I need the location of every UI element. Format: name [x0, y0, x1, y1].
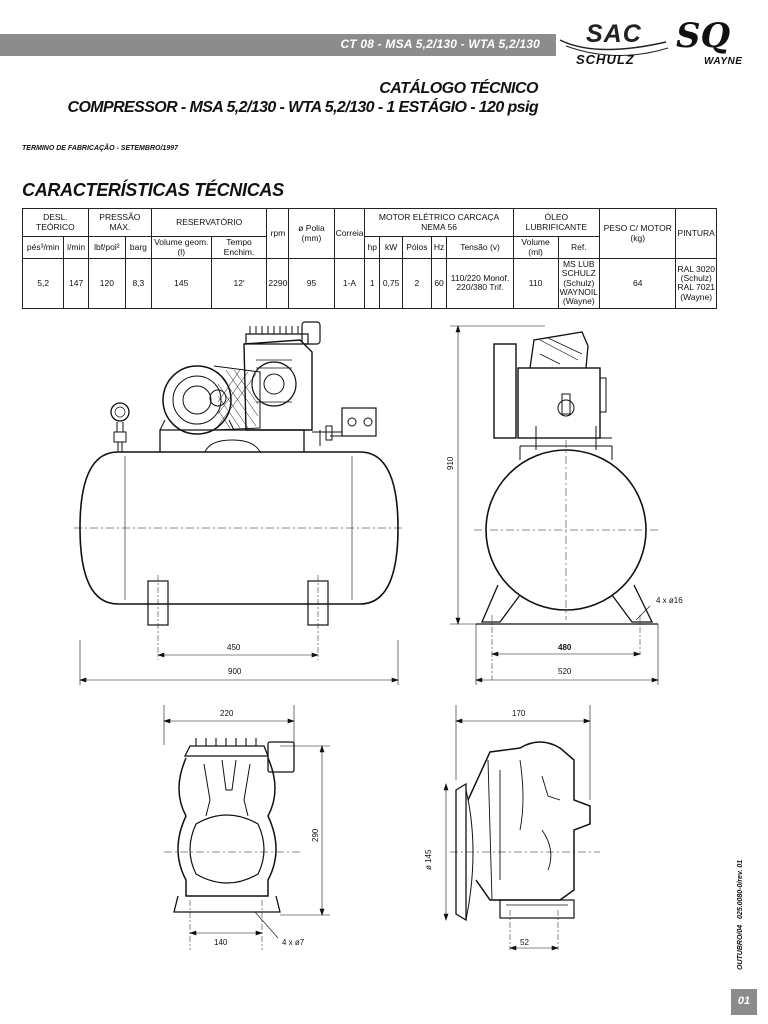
revision-date: OUTUBRO/04 — [737, 924, 744, 970]
th-pintura: PINTURA — [675, 208, 717, 259]
cell-volume-ml: 110 — [512, 258, 559, 309]
th-volume-geom: Volume geom. (l) — [150, 236, 212, 259]
th-pressao: PRESSÃO MÁX. — [87, 208, 152, 237]
cell-volume-geom: 145 — [150, 258, 212, 309]
th-tensao: Tensão (v) — [446, 236, 514, 259]
cell-polia: 95 — [288, 258, 335, 309]
th-desl: DESL. TEÓRICO — [22, 208, 89, 237]
cell-ref-2: SCHULZ — [561, 268, 596, 279]
th-tempo: Tempo Enchim. — [210, 236, 268, 259]
cell-pintura-3: RAL 7021 — [677, 282, 715, 293]
th-polia: ø Polia (mm) — [288, 208, 335, 259]
end-of-production-note: TERMINO DE FABRICAÇÃO - SETEMBRO/1997 — [22, 145, 178, 152]
cell-ref-4: WAYNOIL — [559, 287, 598, 298]
page-number-box: 01 — [731, 989, 757, 1015]
header-bar: CT 08 - MSA 5,2/130 - WTA 5,2/130 — [0, 34, 556, 56]
page-number: 01 — [737, 995, 751, 1007]
pump-side-drawing — [443, 705, 600, 951]
cell-ref-3: (Schulz) — [563, 277, 595, 288]
cell-polos: 2 — [402, 258, 432, 309]
sac-logo: SAC — [586, 20, 642, 48]
dim-145: ø 145 — [424, 849, 433, 870]
cell-pintura-4: (Wayne) — [680, 291, 713, 302]
dim-220: 220 — [220, 709, 234, 718]
dim-290: 290 — [311, 828, 320, 842]
dim-910: 910 — [446, 456, 455, 470]
specs-table: DESL. TEÓRICO PRESSÃO MÁX. RESERVATÓRIO … — [21, 208, 717, 309]
th-motor: MOTOR ELÉTRICO CARCAÇA NEMA 56 — [364, 208, 514, 237]
section-title: CARACTERÍSTICAS TÉCNICAS — [22, 180, 284, 200]
cell-lbf: 120 — [87, 258, 126, 309]
cell-peso: 64 — [599, 258, 677, 309]
dim-140: 140 — [214, 938, 228, 947]
cell-pintura: RAL 3020 (Schulz) RAL 7021 (Wayne) — [675, 258, 717, 309]
wayne-logo: WAYNE — [704, 56, 743, 67]
pump-front-drawing — [163, 705, 330, 950]
revision-ref: 025.0080-0/rev. 01 — [737, 859, 744, 920]
th-polos: Pólos — [402, 236, 432, 259]
dim-520: 520 — [558, 667, 572, 676]
cell-tensao-trif: 220/380 Trif. — [456, 282, 504, 293]
schulz-logo: SCHULZ — [576, 52, 635, 67]
dim-side-holes: 4 x ø16 — [656, 596, 683, 605]
th-kw: kW — [379, 236, 404, 259]
cell-pintura-2: (Schulz) — [680, 273, 712, 284]
side-view-drawing — [450, 325, 660, 685]
compressor-title: COMPRESSOR - MSA 5,2/130 - WTA 5,2/130 -… — [67, 99, 539, 116]
th-volume-ml: Volume (ml) — [512, 236, 559, 259]
cell-tensao-monof: 110/220 Monof. — [450, 273, 510, 284]
th-ref: Ref. — [557, 236, 601, 259]
cell-ref: MS LUB SCHULZ (Schulz) WAYNOIL (Wayne) — [557, 258, 601, 309]
dim-pump-holes: 4 x ø7 — [282, 938, 305, 947]
dim-170: 170 — [512, 709, 526, 718]
cell-barg: 8,3 — [124, 258, 152, 309]
dim-900: 900 — [228, 667, 242, 676]
cell-tempo: 12' — [210, 258, 268, 309]
dim-52: 52 — [520, 938, 529, 947]
cell-correia: 1-A — [333, 258, 366, 309]
cell-pintura-1: RAL 3020 — [677, 263, 715, 274]
dim-450: 450 — [227, 643, 241, 652]
th-barg: barg — [124, 236, 152, 259]
cell-kw: 0,75 — [379, 258, 404, 309]
catalog-title: CATÁLOGO TÉCNICO — [379, 80, 538, 97]
th-lmin: l/min — [63, 236, 89, 259]
sq-logo: SQ — [676, 16, 731, 56]
th-oleo: ÓLEO LUBRIFICANTE — [512, 208, 601, 237]
revision-note: OUTUBRO/04 025.0080-0/rev. 01 — [737, 860, 744, 970]
sac-swoosh-icon — [559, 39, 669, 57]
document-code: CT 08 - MSA 5,2/130 - WTA 5,2/130 — [340, 37, 540, 51]
th-correia: Correia — [333, 208, 366, 259]
th-peso: PESO C/ MOTOR (kg) — [599, 208, 677, 259]
brand-logos: SAC SCHULZ SQ WAYNE — [556, 16, 756, 74]
dim-480: 480 — [558, 643, 572, 652]
cell-lmin: 147 — [63, 258, 89, 309]
cell-ref-1: MS LUB — [562, 259, 595, 269]
cell-tensao: 110/220 Monof. 220/380 Trif. — [446, 258, 514, 309]
front-view-drawing — [74, 321, 404, 685]
cell-ref-5: (Wayne) — [562, 296, 595, 307]
th-hp: hp — [364, 236, 381, 259]
th-lbf: lbf/pol² — [87, 236, 126, 259]
